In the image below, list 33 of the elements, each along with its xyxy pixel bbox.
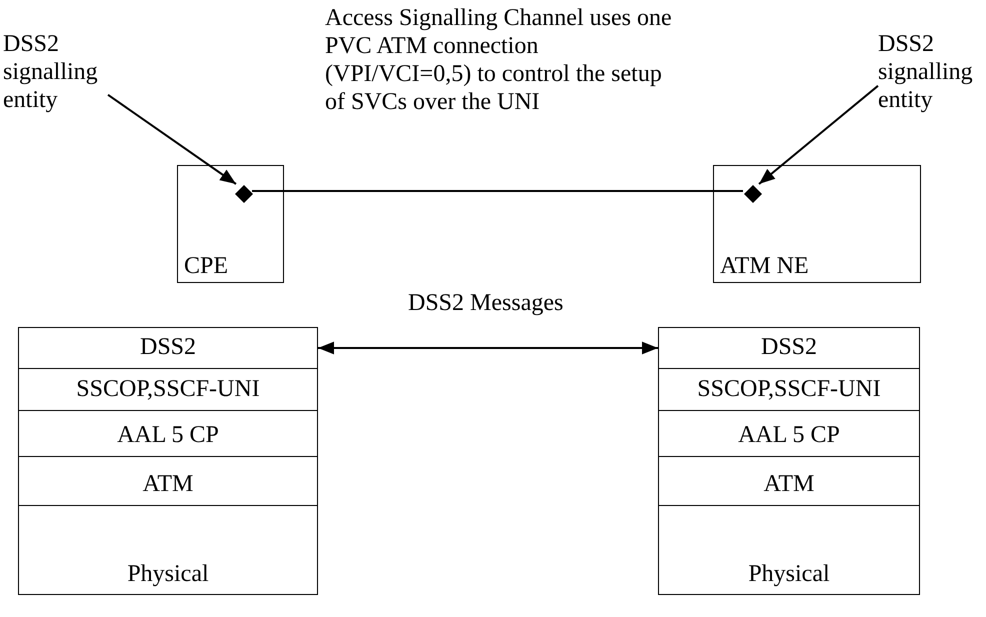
protocol-layer: [658, 368, 920, 411]
layer-name: AAL 5 CP: [737, 422, 841, 449]
protocol-layer: [18, 368, 318, 411]
protocol-layer: [18, 505, 318, 595]
layer-name: ATM: [762, 471, 816, 498]
protocol-layer: [658, 410, 920, 457]
layer-name: AAL 5 CP: [116, 422, 220, 449]
device-name: CPE: [184, 253, 228, 280]
device-box: [713, 165, 921, 283]
protocol-layer: [658, 505, 920, 595]
layer-name: SSCOP,SSCF-UNI: [75, 376, 261, 403]
layer-name: SSCOP,SSCF-UNI: [696, 376, 882, 403]
annotation-text: Access Signalling Channel uses one PVC ATM connection (VPI/VCI=0,5) to control the setup of SVCs over the UNI: [325, 4, 673, 116]
connection-line: [252, 190, 743, 192]
protocol-layer: [18, 327, 318, 369]
layer-name: Physical: [747, 561, 831, 588]
device-box: [177, 165, 284, 283]
diamond-marker: [744, 183, 762, 201]
protocol-layer: [18, 410, 318, 457]
annotation-text: DSS2 signalling entity: [3, 30, 143, 120]
protocol-layer: [658, 327, 920, 369]
layer-name: Physical: [126, 561, 210, 588]
layer-name: DSS2: [138, 334, 198, 361]
double-arrow: [318, 342, 658, 354]
device-name: ATM NE: [720, 253, 809, 280]
protocol-layer: [18, 456, 318, 506]
leader-arrow: [758, 85, 879, 185]
layer-name: DSS2: [760, 334, 818, 361]
diamond-marker: [235, 183, 253, 201]
protocol-layer: [658, 456, 920, 506]
annotation-text: DSS2 signalling entity: [878, 30, 986, 120]
layer-name: ATM: [142, 471, 194, 498]
leader-arrow: [107, 94, 237, 185]
